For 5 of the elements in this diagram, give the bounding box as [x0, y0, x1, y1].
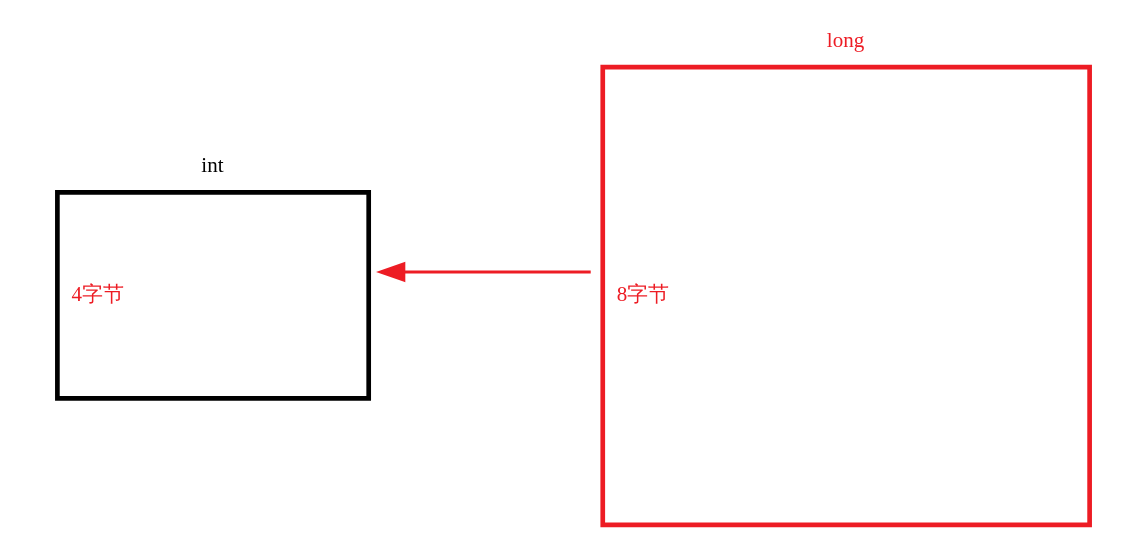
arrow — [376, 261, 591, 283]
node-box: 4字节 — [55, 190, 372, 401]
node-box: 8字节 — [600, 64, 1092, 528]
node-label: int — [201, 152, 224, 177]
node-label: long — [826, 27, 865, 52]
